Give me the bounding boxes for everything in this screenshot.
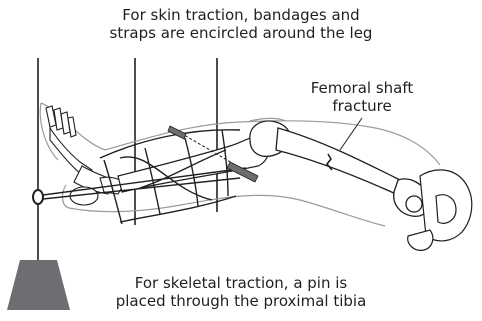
suspension-ropes bbox=[38, 58, 217, 225]
femur bbox=[250, 121, 429, 216]
toe-phalanx-4 bbox=[68, 117, 76, 137]
femur-shaft bbox=[276, 128, 400, 194]
bandage-outline-bottom bbox=[120, 196, 236, 222]
pulley-ring bbox=[33, 190, 43, 204]
skeletal-traction-caption-line-2: placed through the proximal tibia bbox=[0, 292, 482, 310]
femoral-head bbox=[406, 196, 422, 212]
skeletal-traction-caption: For skeletal traction, a pin is placed t… bbox=[0, 274, 482, 310]
leg-lower-contour bbox=[69, 195, 385, 226]
pin-shaft-upper bbox=[168, 126, 186, 139]
skeletal-traction-caption-line-1: For skeletal traction, a pin is bbox=[0, 274, 482, 292]
pelvis-ischium bbox=[408, 230, 433, 250]
